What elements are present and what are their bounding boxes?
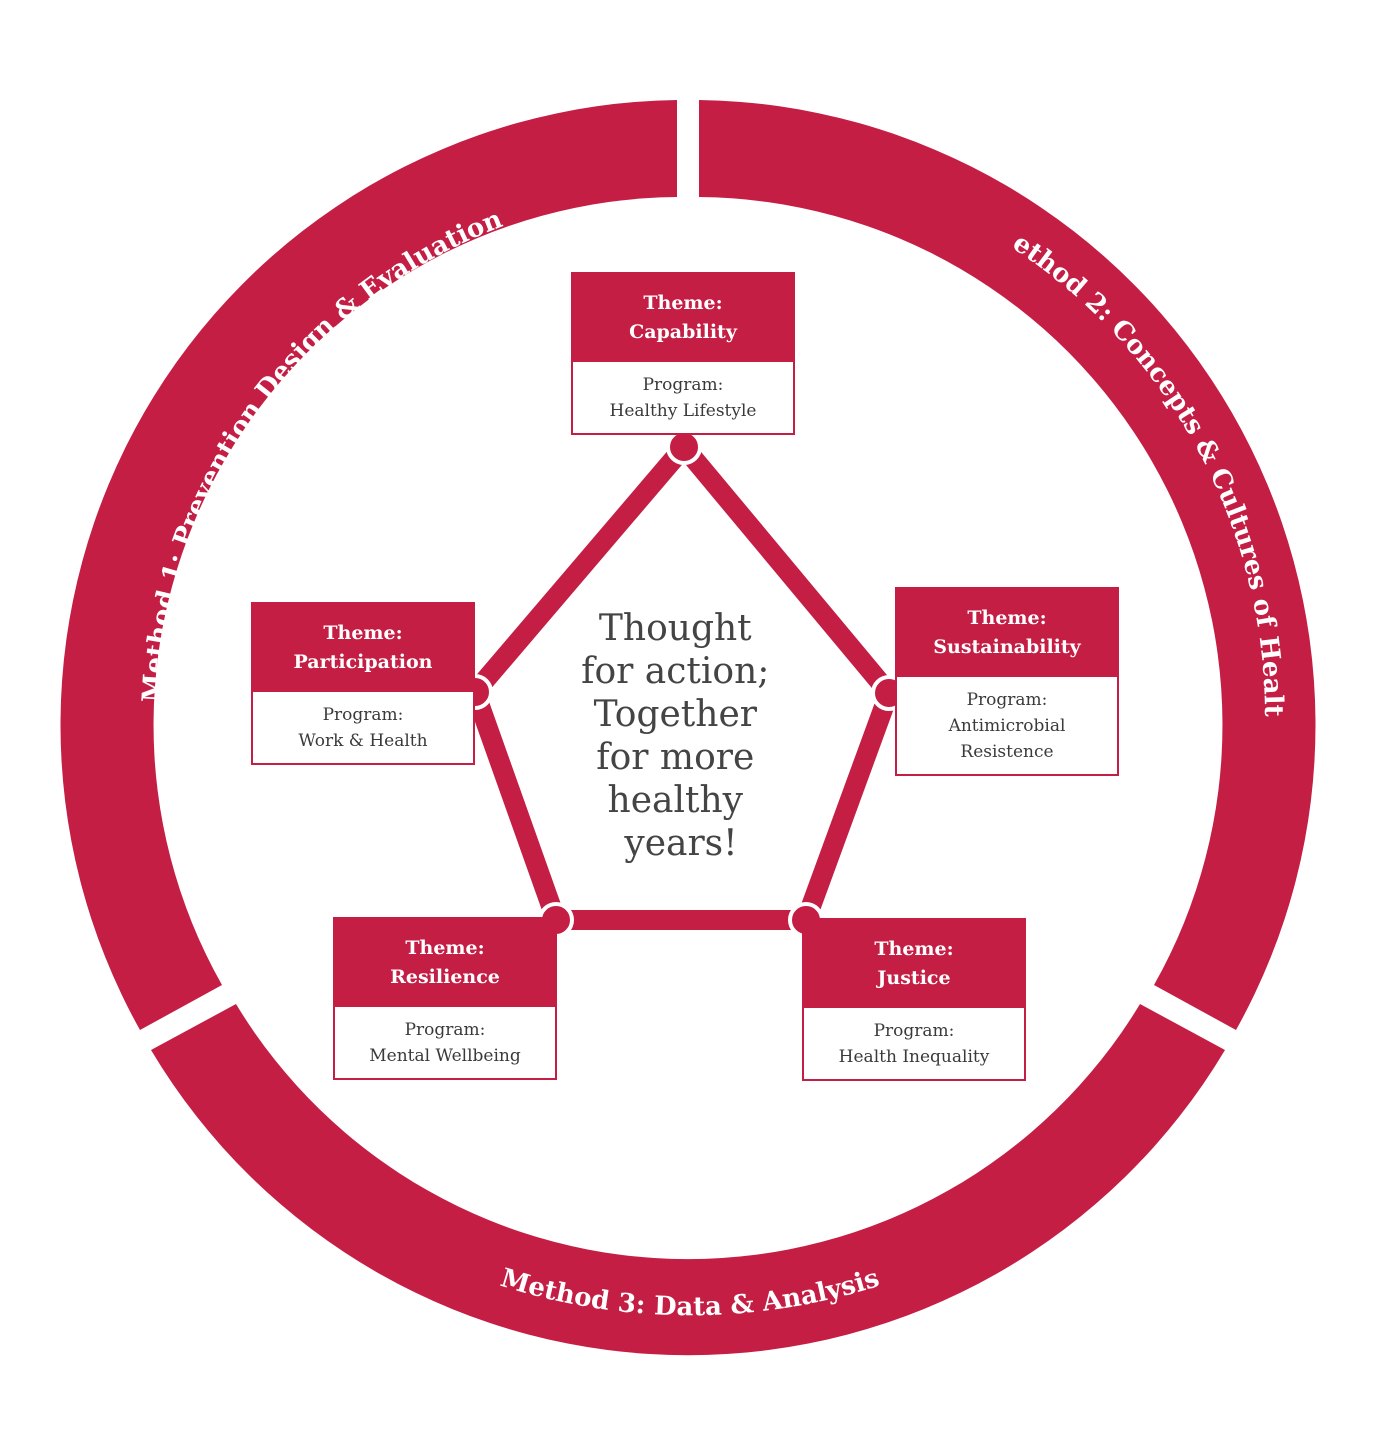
program-name: Resistence — [960, 742, 1054, 762]
theme-prefix: Theme: — [643, 292, 723, 314]
theme-box-participation: Theme: Participation Program: Work & Hea… — [251, 602, 475, 765]
center-line: Thought — [599, 608, 752, 649]
program-name: Antimicrobial — [948, 716, 1066, 736]
program-section: Program: Work & Health — [253, 692, 473, 763]
method-1-segment — [60, 100, 678, 1030]
program-section: Program: Antimicrobial Resistence — [897, 677, 1117, 774]
method-ring — [60, 100, 1316, 1356]
center-line: healthy — [608, 780, 744, 821]
theme-prefix: Theme: — [323, 622, 403, 644]
theme-prefix: Theme: — [405, 937, 485, 959]
theme-prefix: Theme: — [967, 607, 1047, 629]
theme-header: Theme: Resilience — [335, 919, 555, 1007]
method-2-segment — [699, 100, 1316, 1030]
program-prefix: Program: — [873, 1021, 955, 1041]
theme-header: Theme: Justice — [804, 920, 1024, 1008]
program-name: Healthy Lifestyle — [609, 401, 757, 421]
center-line: for more — [596, 737, 754, 778]
theme-title: Resilience — [390, 966, 500, 988]
theme-header: Theme: Capability — [573, 274, 793, 362]
pentagon-outline — [465, 437, 899, 930]
center-line: for action; — [581, 651, 769, 692]
program-name: Mental Wellbeing — [369, 1046, 521, 1066]
program-prefix: Program: — [322, 705, 404, 725]
theme-box-sustainability: Theme: Sustainability Program: Antimicro… — [895, 587, 1119, 776]
theme-title: Justice — [877, 967, 951, 989]
program-section: Program: Healthy Lifestyle — [573, 362, 793, 433]
program-prefix: Program: — [642, 375, 724, 395]
program-section: Program: Mental Wellbeing — [335, 1007, 555, 1078]
program-section: Program: Health Inequality — [804, 1008, 1024, 1079]
theme-header: Theme: Sustainability — [897, 589, 1117, 677]
program-name: Work & Health — [298, 731, 428, 751]
method-3-segment — [151, 1004, 1225, 1356]
theme-header: Theme: Participation — [253, 604, 473, 692]
program-prefix: Program: — [404, 1020, 486, 1040]
theme-box-resilience: Theme: Resilience Program: Mental Wellbe… — [333, 917, 557, 1080]
program-prefix: Program: — [966, 690, 1048, 710]
program-name: Health Inequality — [838, 1047, 990, 1067]
center-line: years! — [623, 823, 737, 864]
theme-title: Capability — [629, 321, 737, 343]
theme-box-justice: Theme: Justice Program: Health Inequalit… — [802, 918, 1026, 1081]
theme-title: Sustainability — [933, 636, 1081, 658]
theme-prefix: Theme: — [874, 938, 954, 960]
theme-box-capability: Theme: Capability Program: Healthy Lifes… — [571, 272, 795, 435]
center-line: Together — [594, 694, 758, 735]
node-capability — [666, 429, 702, 465]
theme-title: Participation — [293, 651, 433, 673]
center-statement: Thought for action; Together for more he… — [581, 608, 781, 864]
